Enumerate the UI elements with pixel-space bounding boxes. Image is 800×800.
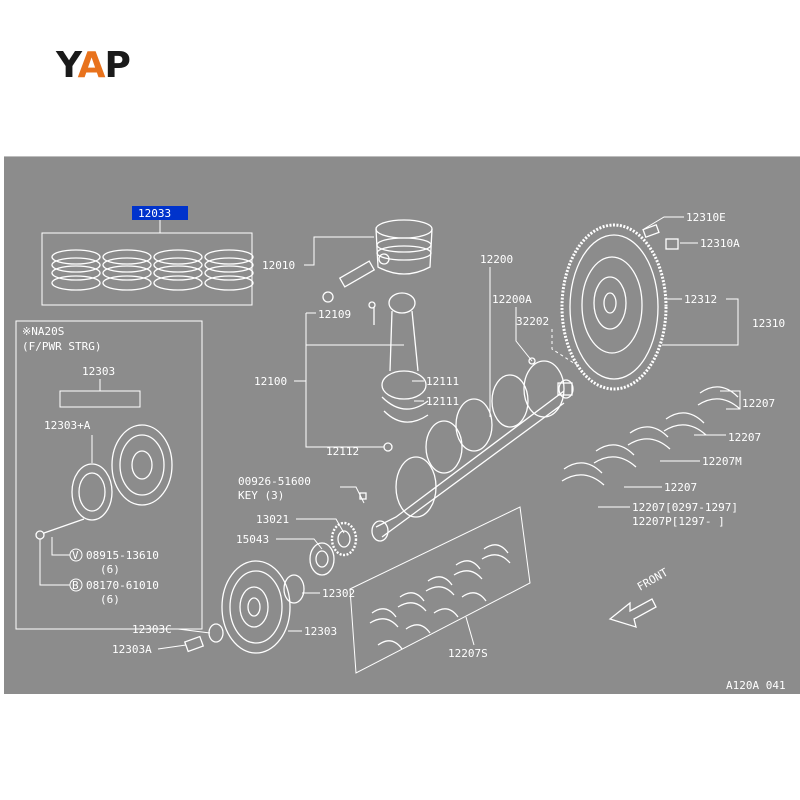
label-12033[interactable]: 12033 [138,207,171,220]
label-12207-3[interactable]: 12207 [664,481,697,494]
symbol-b: B [72,579,79,592]
label-12200[interactable]: 12200 [480,253,513,266]
label-12207m[interactable]: 12207M [702,455,742,468]
leader-15043 [276,538,323,550]
label-12303-pulley[interactable]: 12303 [304,625,337,638]
label-12207-2[interactable]: 12207 [728,431,761,444]
leader-08915 [51,537,70,556]
label-12207p[interactable]: 12207P[1297- ] [632,515,725,528]
exploded-parts-diagram: 12033 ※NA20S (F/PWR STRG) 12303 12303+A … [15,206,786,692]
ring-set-box [41,232,253,306]
leader-12310 [662,298,739,346]
logo-letter-y: Y [56,45,79,86]
label-08170-61010[interactable]: 08170-61010 [86,579,159,592]
label-12207-range[interactable]: 12207[0297-1297] [632,501,738,514]
logo-letter-a: A [77,45,106,86]
leader-12310e [643,216,684,230]
leader-32202 [551,329,581,368]
leader-12010 [304,236,374,266]
label-12111-upper[interactable]: 12111 [426,375,459,388]
logo-letter-p: P [104,45,131,86]
variant-sub-note: (F/PWR STRG) [22,340,101,353]
timing-sprocket-icon [309,492,367,576]
leader-12207s [465,616,475,646]
front-arrow-icon [608,598,657,628]
figure-id: A120A 041 [726,679,786,692]
brand-logo: YAP [56,45,131,86]
bearing-set-box [349,506,531,674]
leader-12303a [157,644,187,650]
qty-08170: (6) [100,593,120,606]
label-12112[interactable]: 12112 [326,445,359,458]
label-key[interactable]: KEY (3) [238,489,284,502]
label-15043[interactable]: 15043 [236,533,269,546]
crank-pulley-large-icon [183,560,305,654]
piston-rings-icon [51,249,254,291]
leader-12100-bracket [305,313,384,448]
label-12111-lower[interactable]: 12111 [426,395,459,408]
label-00926-51600[interactable]: 00926-51600 [238,475,311,488]
label-12312[interactable]: 12312 [684,293,717,306]
label-12303-plus-a[interactable]: 12303+A [44,419,91,432]
parts-diagram-panel: 12033 ※NA20S (F/PWR STRG) 12303 12303+A … [4,156,800,694]
label-12310[interactable]: 12310 [752,317,785,330]
label-12207s[interactable]: 12207S [448,647,488,660]
label-12310e[interactable]: 12310E [686,211,726,224]
flywheel-icon [560,223,679,391]
leader-13021 [296,518,345,534]
connecting-rod-icon [368,292,429,452]
label-12302[interactable]: 12302 [322,587,355,600]
leader-12207-1 [720,390,741,410]
label-12310a[interactable]: 12310A [700,237,740,250]
variant-box [15,320,203,630]
crankshaft-icon [371,357,574,542]
label-12303c[interactable]: 12303C [132,623,172,636]
label-13021[interactable]: 13021 [256,513,289,526]
label-12100[interactable]: 12100 [254,375,287,388]
leader-00926 [340,486,365,504]
label-12303[interactable]: 12303 [82,365,115,378]
leader-12200a [515,307,533,362]
label-12200a[interactable]: 12200A [492,293,532,306]
variant-note: ※NA20S [22,325,64,338]
bearing-set-icon [369,544,511,650]
leader-08170 [39,539,70,586]
crank-pulley-small-icon [35,424,173,540]
main-bearings-icon [561,386,741,486]
leader-12303 [59,379,141,408]
label-12303a[interactable]: 12303A [112,643,152,656]
label-08915-13610[interactable]: 08915-13610 [86,549,159,562]
symbol-v: V [72,549,79,562]
front-label: FRONT [635,566,671,594]
label-12207-1[interactable]: 12207 [742,397,775,410]
piston-icon [322,219,433,303]
label-32202[interactable]: 32202 [516,315,549,328]
label-12109[interactable]: 12109 [318,308,351,321]
qty-08915: (6) [100,563,120,576]
highlight-box [132,206,188,220]
label-12010[interactable]: 12010 [262,259,295,272]
leader-12303c [177,628,211,634]
